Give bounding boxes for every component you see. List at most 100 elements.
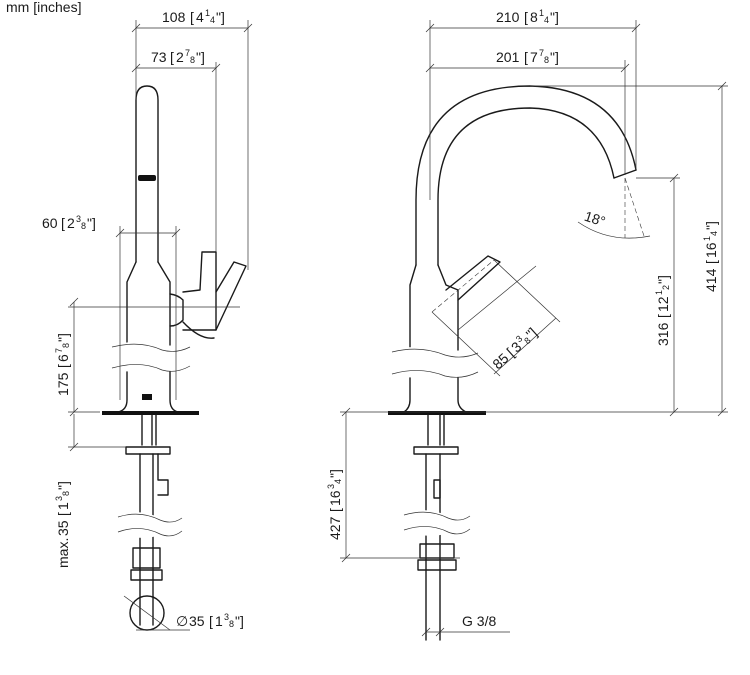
front-lever bbox=[445, 255, 501, 301]
break-line-bottom bbox=[111, 364, 191, 372]
break-line-top bbox=[111, 343, 191, 352]
svg-text:7: 7 bbox=[530, 49, 538, 65]
svg-text:7: 7 bbox=[54, 348, 64, 353]
body-left-upper bbox=[126, 261, 137, 346]
svg-text:8: 8 bbox=[229, 619, 234, 629]
front-body-lower bbox=[403, 377, 467, 413]
svg-text:"]: "] bbox=[655, 275, 671, 284]
svg-text:175: 175 bbox=[55, 372, 71, 396]
svg-text:8: 8 bbox=[61, 491, 71, 496]
svg-text:1: 1 bbox=[702, 236, 712, 241]
svg-text:16: 16 bbox=[327, 490, 343, 506]
svg-text:1: 1 bbox=[654, 290, 664, 295]
svg-text:16: 16 bbox=[703, 242, 719, 258]
front-connector bbox=[433, 479, 441, 499]
label-210: 210 [ 8 1 4 "] bbox=[496, 8, 559, 25]
svg-text:2: 2 bbox=[67, 215, 75, 231]
svg-text:35: 35 bbox=[189, 613, 205, 629]
svg-text:7: 7 bbox=[539, 48, 544, 58]
hose-fitting bbox=[130, 547, 163, 581]
label-85: 85 [ 3 3 8 "] bbox=[489, 324, 540, 372]
mount-nut bbox=[125, 446, 171, 455]
svg-text:[: [ bbox=[61, 215, 65, 231]
label-diameter-35: ∅ 35 [ 1 3 8 "] bbox=[176, 612, 244, 629]
body-right-upper bbox=[157, 261, 171, 346]
svg-text:[: [ bbox=[524, 9, 528, 25]
svg-text:8: 8 bbox=[190, 55, 195, 65]
svg-text:12: 12 bbox=[655, 296, 671, 312]
svg-text:"]: "] bbox=[703, 221, 719, 230]
front-view bbox=[388, 85, 637, 641]
lever-curve bbox=[182, 321, 215, 339]
front-hose-lines bbox=[425, 453, 441, 641]
svg-text:1: 1 bbox=[215, 613, 223, 629]
svg-text:[: [ bbox=[170, 49, 174, 65]
body-right-lower bbox=[169, 371, 179, 413]
svg-text:427: 427 bbox=[327, 516, 343, 540]
label-316: 316 [ 12 1 2 "] bbox=[654, 275, 671, 346]
svg-text:2: 2 bbox=[176, 49, 184, 65]
svg-text:8: 8 bbox=[530, 9, 538, 25]
svg-text:"]: "] bbox=[87, 215, 96, 231]
label-angle-18: 18° bbox=[582, 208, 607, 230]
svg-text:6: 6 bbox=[55, 354, 71, 362]
lever-handle bbox=[215, 261, 247, 331]
dim-line-85-ext bbox=[457, 265, 537, 331]
svg-text:"]: "] bbox=[196, 49, 205, 65]
svg-text:108: 108 bbox=[162, 9, 186, 25]
label-73: 73 [ 2 7 8 "] bbox=[151, 48, 205, 65]
mount-rods bbox=[141, 414, 157, 446]
svg-text:1: 1 bbox=[539, 8, 544, 18]
svg-text:"]: "] bbox=[55, 333, 71, 342]
svg-text:4: 4 bbox=[544, 15, 549, 25]
front-hose-fitting bbox=[417, 543, 457, 571]
svg-text:[: [ bbox=[55, 364, 71, 368]
base-plate bbox=[102, 411, 199, 415]
svg-text:∅: ∅ bbox=[176, 613, 188, 629]
break-line-hose-top bbox=[117, 513, 183, 523]
side-view-dimensions bbox=[68, 20, 253, 452]
svg-text:4: 4 bbox=[709, 231, 719, 236]
front-break-bottom bbox=[391, 370, 479, 378]
svg-text:[: [ bbox=[327, 508, 343, 512]
svg-text:[: [ bbox=[190, 9, 194, 25]
svg-text:8: 8 bbox=[61, 343, 71, 348]
front-mount-nut bbox=[413, 446, 459, 455]
svg-text:[: [ bbox=[55, 512, 71, 516]
front-base-plate bbox=[388, 411, 486, 415]
label-175: 175 [ 6 7 8 "] bbox=[54, 333, 71, 396]
front-view-dimensions bbox=[340, 20, 728, 637]
svg-text:8: 8 bbox=[522, 335, 532, 346]
svg-text:3: 3 bbox=[514, 333, 524, 344]
label-max35: max. 35 [ 1 3 8 "] bbox=[54, 481, 71, 568]
svg-text:"]: "] bbox=[55, 481, 71, 490]
svg-text:3: 3 bbox=[326, 484, 336, 489]
svg-text:8: 8 bbox=[81, 221, 86, 231]
break-line-hose-bottom bbox=[117, 528, 183, 537]
svg-text:1: 1 bbox=[55, 502, 71, 510]
body-left-lower bbox=[117, 371, 128, 413]
label-201: 201 [ 7 7 8 "] bbox=[496, 48, 559, 65]
svg-text:4: 4 bbox=[196, 9, 204, 25]
svg-text:"]: "] bbox=[550, 49, 559, 65]
spout-outer bbox=[415, 85, 637, 266]
dim-arc-18 bbox=[577, 221, 651, 239]
front-break-hose-top bbox=[403, 511, 471, 521]
svg-text:4: 4 bbox=[210, 15, 215, 25]
svg-text:[: [ bbox=[209, 613, 213, 629]
front-break-top bbox=[391, 348, 479, 358]
hose-lines bbox=[139, 453, 154, 626]
svg-text:7: 7 bbox=[185, 48, 190, 58]
spout-rod bbox=[135, 85, 159, 263]
svg-text:"]: "] bbox=[235, 613, 244, 629]
front-body-right bbox=[437, 264, 459, 351]
side-view bbox=[102, 85, 247, 631]
svg-text:3: 3 bbox=[54, 496, 64, 501]
svg-text:316: 316 bbox=[655, 322, 671, 346]
svg-text:[: [ bbox=[655, 314, 671, 318]
front-body-left bbox=[409, 264, 417, 349]
label-thread: G 3/8 bbox=[462, 613, 496, 629]
hose-connector bbox=[157, 453, 169, 496]
front-break-hose-bottom bbox=[403, 526, 471, 535]
